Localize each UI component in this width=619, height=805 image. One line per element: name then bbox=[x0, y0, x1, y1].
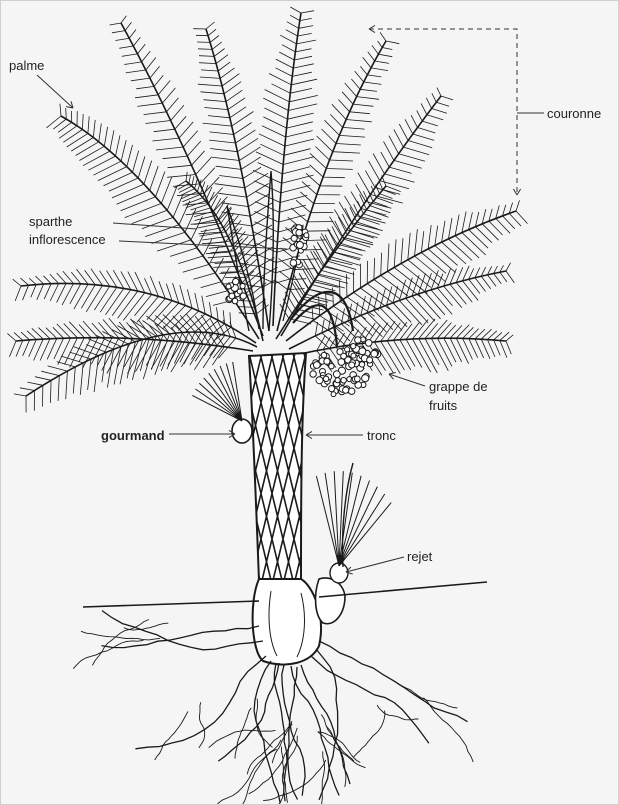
date-fruit bbox=[359, 362, 364, 367]
date-fruit bbox=[359, 348, 366, 355]
date-fruit bbox=[349, 362, 355, 368]
date-fruit bbox=[345, 347, 350, 352]
label-couronne: couronne bbox=[547, 106, 601, 122]
label-grappe-line2: fruits bbox=[429, 398, 457, 414]
frond bbox=[281, 88, 453, 336]
frond bbox=[14, 314, 257, 413]
root bbox=[377, 705, 418, 720]
date-fruit bbox=[351, 353, 356, 358]
root bbox=[218, 749, 277, 804]
palm-trunk bbox=[1, 353, 619, 665]
frond-rachis bbox=[26, 332, 257, 396]
date-fruit bbox=[367, 357, 373, 363]
label-gourmand: gourmand bbox=[101, 428, 165, 444]
rejet-bulb bbox=[316, 578, 345, 624]
trunk-lattice bbox=[1, 353, 619, 601]
label-rejet: rejet bbox=[407, 549, 432, 565]
date-fruit bbox=[323, 376, 328, 381]
date-fruit bbox=[304, 233, 309, 238]
date-fruit bbox=[329, 386, 335, 392]
date-fruit bbox=[349, 388, 355, 394]
label-sparthe: sparthe bbox=[29, 214, 72, 230]
root bbox=[155, 712, 188, 761]
label-inflorescence: inflorescence bbox=[29, 232, 106, 248]
date-fruit bbox=[362, 375, 369, 382]
gourmand-bulb bbox=[232, 419, 252, 443]
trunk-base bbox=[253, 579, 321, 665]
date-fruit bbox=[335, 378, 340, 383]
root bbox=[319, 641, 468, 722]
date-fruit bbox=[310, 371, 316, 377]
rejet-leaves bbox=[316, 471, 391, 566]
root bbox=[92, 620, 149, 666]
date-fruit bbox=[313, 362, 320, 369]
root bbox=[291, 666, 339, 796]
fruit-stalk bbox=[293, 305, 337, 346]
root bbox=[254, 661, 280, 803]
label-tronc: tronc bbox=[367, 428, 396, 444]
date-fruit bbox=[371, 350, 378, 357]
frond-pinnae bbox=[13, 269, 231, 342]
date-fruit bbox=[331, 392, 336, 397]
date-fruit bbox=[365, 340, 372, 347]
date-fruit bbox=[226, 284, 231, 289]
root bbox=[320, 751, 326, 805]
date-fruit bbox=[333, 371, 340, 378]
date-fruit bbox=[324, 358, 330, 364]
root bbox=[73, 640, 143, 668]
date-fruit bbox=[343, 387, 349, 393]
date-fruit bbox=[240, 284, 245, 289]
gourmand-leaves bbox=[192, 362, 242, 421]
label-palme: palme bbox=[9, 58, 44, 74]
date-fruit bbox=[341, 378, 347, 384]
date-fruit bbox=[296, 242, 303, 249]
date-fruit bbox=[351, 344, 356, 349]
palm-crown bbox=[7, 7, 527, 413]
date-fruit bbox=[338, 359, 345, 366]
date-fruit bbox=[355, 337, 361, 343]
root bbox=[209, 730, 276, 748]
date-fruit bbox=[321, 352, 327, 358]
root bbox=[398, 684, 457, 708]
leader-line bbox=[389, 374, 425, 386]
leader-line bbox=[37, 75, 73, 108]
label-grappe-line1: grappe de bbox=[429, 379, 488, 395]
date-fruit bbox=[329, 364, 334, 369]
date-fruit bbox=[290, 260, 297, 267]
root bbox=[354, 711, 385, 757]
root bbox=[288, 667, 298, 800]
date-fruit bbox=[237, 289, 242, 294]
leader-line bbox=[346, 557, 404, 572]
date-fruit bbox=[296, 230, 302, 236]
date-fruit bbox=[354, 376, 360, 382]
date-fruit bbox=[229, 293, 235, 299]
date-fruit bbox=[341, 353, 347, 359]
root bbox=[423, 698, 473, 762]
date-fruit bbox=[233, 278, 239, 284]
date-fruit bbox=[291, 235, 297, 241]
date-fruit bbox=[316, 377, 323, 384]
root bbox=[199, 702, 205, 748]
